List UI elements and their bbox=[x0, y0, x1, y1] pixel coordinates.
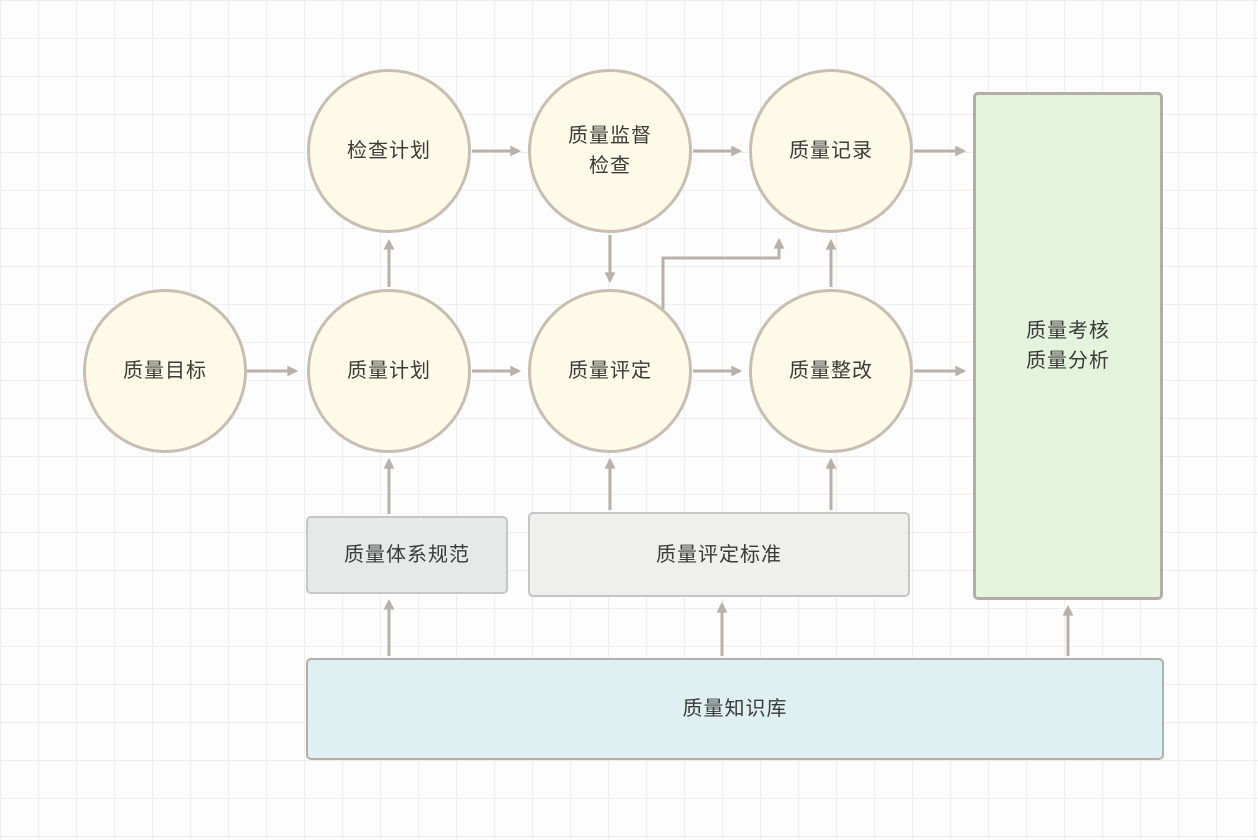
node-inspection-plan[interactable]: 检查计划 bbox=[307, 69, 471, 233]
node-label: 质量评定标准 bbox=[656, 543, 782, 566]
node-quality-evaluation-standard[interactable]: 质量评定标准 bbox=[528, 512, 910, 597]
node-label: 质量监督 检查 bbox=[568, 125, 652, 177]
node-label: 质量记录 bbox=[789, 140, 873, 162]
node-label: 质量评定 bbox=[568, 360, 652, 382]
node-quality-assessment-analysis[interactable]: 质量考核 质量分析 bbox=[973, 92, 1163, 600]
node-quality-system-spec[interactable]: 质量体系规范 bbox=[306, 516, 508, 594]
node-label: 质量整改 bbox=[789, 360, 873, 382]
node-quality-plan[interactable]: 质量计划 bbox=[307, 289, 471, 453]
node-label: 质量知识库 bbox=[682, 698, 788, 720]
node-label: 质量考核 质量分析 bbox=[1026, 320, 1110, 372]
node-quality-knowledge-base[interactable]: 质量知识库 bbox=[306, 658, 1164, 760]
node-quality-evaluation[interactable]: 质量评定 bbox=[528, 289, 692, 453]
node-label: 质量体系规范 bbox=[344, 544, 470, 566]
node-quality-record[interactable]: 质量记录 bbox=[749, 69, 913, 233]
node-supervision-inspection[interactable]: 质量监督 检查 bbox=[528, 69, 692, 233]
node-quality-rectification[interactable]: 质量整改 bbox=[749, 289, 913, 453]
edge-evaluation-to-record bbox=[661, 237, 785, 309]
node-quality-goal[interactable]: 质量目标 bbox=[83, 289, 247, 453]
node-label: 质量目标 bbox=[123, 360, 207, 382]
node-label: 检查计划 bbox=[347, 140, 431, 162]
node-label: 质量计划 bbox=[347, 360, 431, 382]
